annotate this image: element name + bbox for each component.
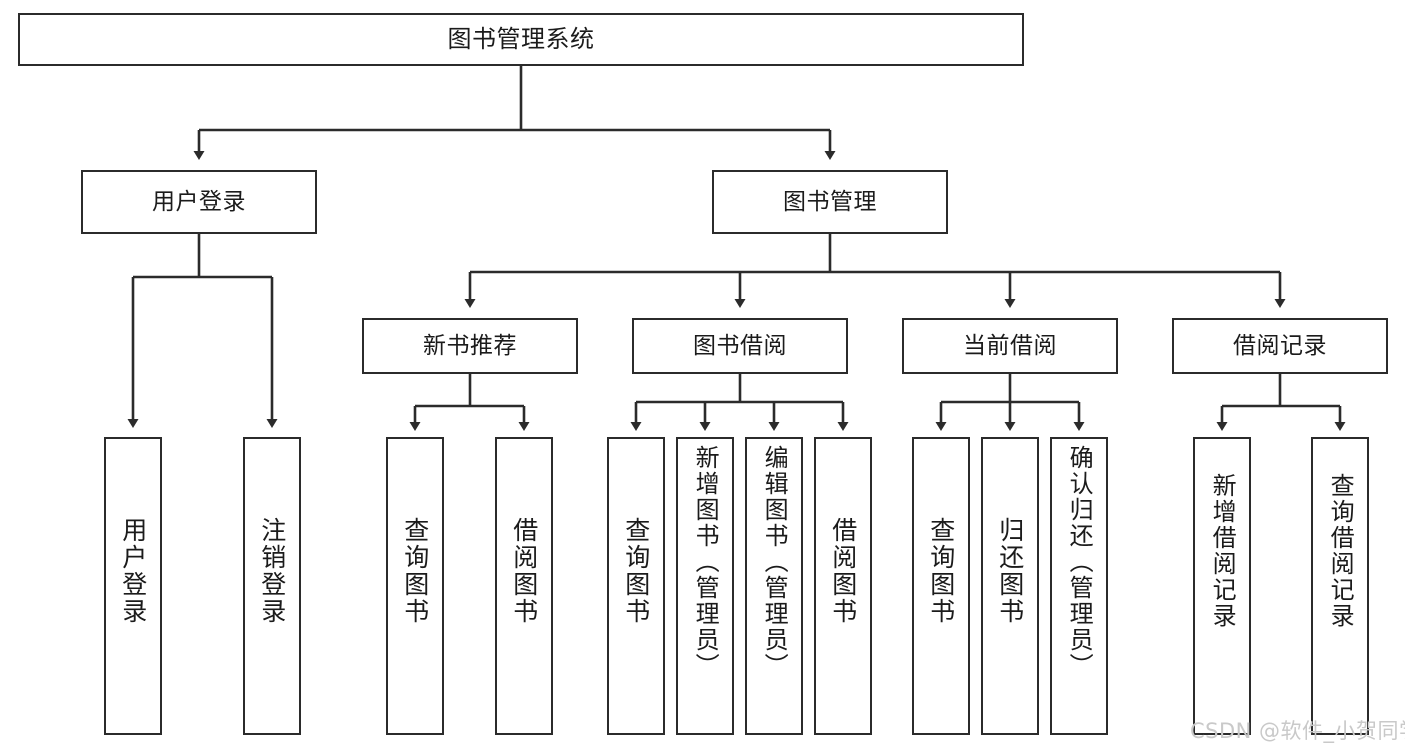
node-new-book-rec[interactable]: 新书推荐 [362, 318, 578, 374]
node-leaf-query-book-1-label: 查询图书 [400, 517, 430, 625]
node-borrow-record-label: 借阅记录 [1233, 332, 1327, 359]
node-leaf-query-book-1[interactable]: 查询图书 [386, 437, 444, 735]
node-leaf-confirm-return-label: 确认归还（管理员） [1065, 445, 1094, 679]
node-borrow-record[interactable]: 借阅记录 [1172, 318, 1388, 374]
node-leaf-logout[interactable]: 注销登录 [243, 437, 301, 735]
node-user-login[interactable]: 用户登录 [81, 170, 317, 234]
node-leaf-query-book-3-label: 查询图书 [926, 517, 956, 625]
node-leaf-user-login-label: 用户登录 [118, 517, 148, 625]
node-leaf-add-book[interactable]: 新增图书（管理员） [676, 437, 734, 735]
node-leaf-return-book-label: 归还图书 [995, 517, 1025, 625]
node-leaf-user-login[interactable]: 用户登录 [104, 437, 162, 735]
node-leaf-borrow-book-1-label: 借阅图书 [509, 517, 539, 625]
node-leaf-edit-book[interactable]: 编辑图书（管理员） [745, 437, 803, 735]
node-leaf-confirm-return[interactable]: 确认归还（管理员） [1050, 437, 1108, 735]
node-book-manage-label: 图书管理 [783, 188, 877, 215]
node-book-manage[interactable]: 图书管理 [712, 170, 948, 234]
node-leaf-borrow-book-2[interactable]: 借阅图书 [814, 437, 872, 735]
node-current-borrow[interactable]: 当前借阅 [902, 318, 1118, 374]
node-root[interactable]: 图书管理系统 [18, 13, 1024, 66]
node-current-borrow-label: 当前借阅 [963, 332, 1057, 359]
node-leaf-borrow-book-2-label: 借阅图书 [828, 517, 858, 625]
node-leaf-add-record[interactable]: 新增借阅记录 [1193, 437, 1251, 735]
node-leaf-add-book-label: 新增图书（管理员） [691, 445, 720, 679]
node-leaf-borrow-book-1[interactable]: 借阅图书 [495, 437, 553, 735]
node-leaf-edit-book-label: 编辑图书（管理员） [760, 445, 789, 679]
node-leaf-add-record-label: 新增借阅记录 [1208, 473, 1237, 629]
watermark: CSDN @软件_小贺同学 [1190, 719, 1405, 743]
node-user-login-label: 用户登录 [152, 188, 246, 215]
node-leaf-query-record-label: 查询借阅记录 [1326, 473, 1355, 629]
node-leaf-query-book-2[interactable]: 查询图书 [607, 437, 665, 735]
node-leaf-query-book-3[interactable]: 查询图书 [912, 437, 970, 735]
node-new-book-rec-label: 新书推荐 [423, 332, 517, 359]
node-book-borrow-label: 图书借阅 [693, 332, 787, 359]
node-leaf-logout-label: 注销登录 [257, 517, 287, 625]
node-leaf-return-book[interactable]: 归还图书 [981, 437, 1039, 735]
node-leaf-query-book-2-label: 查询图书 [621, 517, 651, 625]
node-leaf-query-record[interactable]: 查询借阅记录 [1311, 437, 1369, 735]
node-book-borrow[interactable]: 图书借阅 [632, 318, 848, 374]
node-root-label: 图书管理系统 [447, 24, 595, 53]
